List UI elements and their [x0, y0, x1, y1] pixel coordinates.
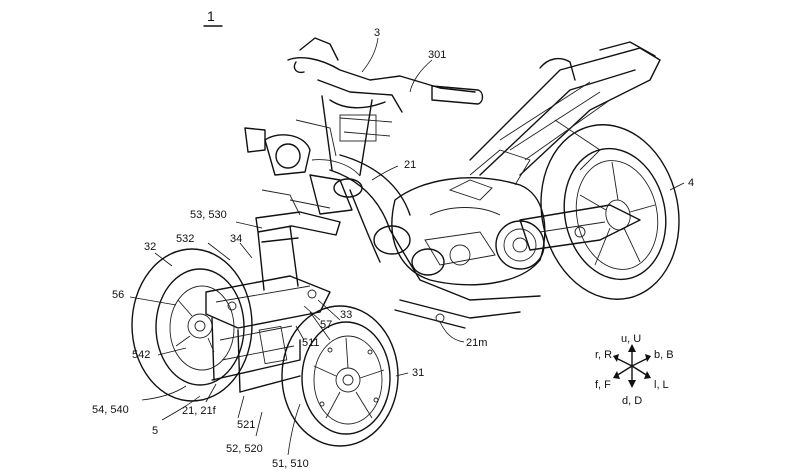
label-521: 521 [237, 419, 255, 431]
label-21: 21 [404, 159, 416, 171]
arrow-left-down-icon [615, 365, 633, 377]
compass-up-label: u, U [621, 333, 641, 345]
compass-left-label: r, R [595, 349, 612, 361]
right-front-wheel [281, 305, 399, 447]
figure-number: 1 [207, 8, 215, 24]
compass-down-label: d, D [622, 395, 642, 407]
rear-wheel [540, 124, 680, 300]
reference-labels: 3 301 21 4 53, 530 532 34 32 56 57 33 51… [92, 27, 694, 470]
label-4: 4 [688, 177, 694, 189]
label-53-530: 53, 530 [190, 209, 227, 221]
label-33: 33 [340, 309, 352, 321]
label-54-540: 54, 540 [92, 404, 129, 416]
label-51-510: 51, 510 [272, 458, 309, 470]
arrow-right-up-icon [631, 357, 649, 367]
label-57: 57 [320, 319, 332, 331]
label-3: 3 [374, 27, 380, 39]
label-301: 301 [428, 49, 446, 61]
label-5: 5 [152, 425, 158, 437]
label-511: 511 [302, 337, 320, 349]
front-cowl-parts [244, 119, 363, 216]
label-21m: 21m [466, 337, 487, 349]
label-52-520: 52, 520 [226, 443, 263, 455]
label-56: 56 [112, 289, 124, 301]
label-542: 542 [132, 349, 150, 361]
compass-down-right-label: l, L [654, 379, 669, 391]
rear-frame [469, 41, 661, 251]
arrow-right-down-icon [631, 365, 649, 377]
label-34: 34 [230, 233, 242, 245]
arrow-left-up-icon [615, 357, 633, 367]
left-front-wheel [131, 248, 253, 402]
label-532: 532 [176, 233, 194, 245]
label-32: 32 [144, 241, 156, 253]
main-frame [329, 154, 541, 329]
label-31: 31 [412, 367, 424, 379]
label-21-21f: 21, 21f [182, 405, 217, 417]
engine-unit [391, 149, 546, 286]
direction-compass: u, U r, R b, B f, F l, L d, D [595, 333, 674, 407]
steering-handlebar [287, 37, 484, 176]
compass-down-left-label: f, F [595, 379, 611, 391]
compass-right-label: b, B [654, 349, 674, 361]
leader-lines [129, 37, 685, 456]
